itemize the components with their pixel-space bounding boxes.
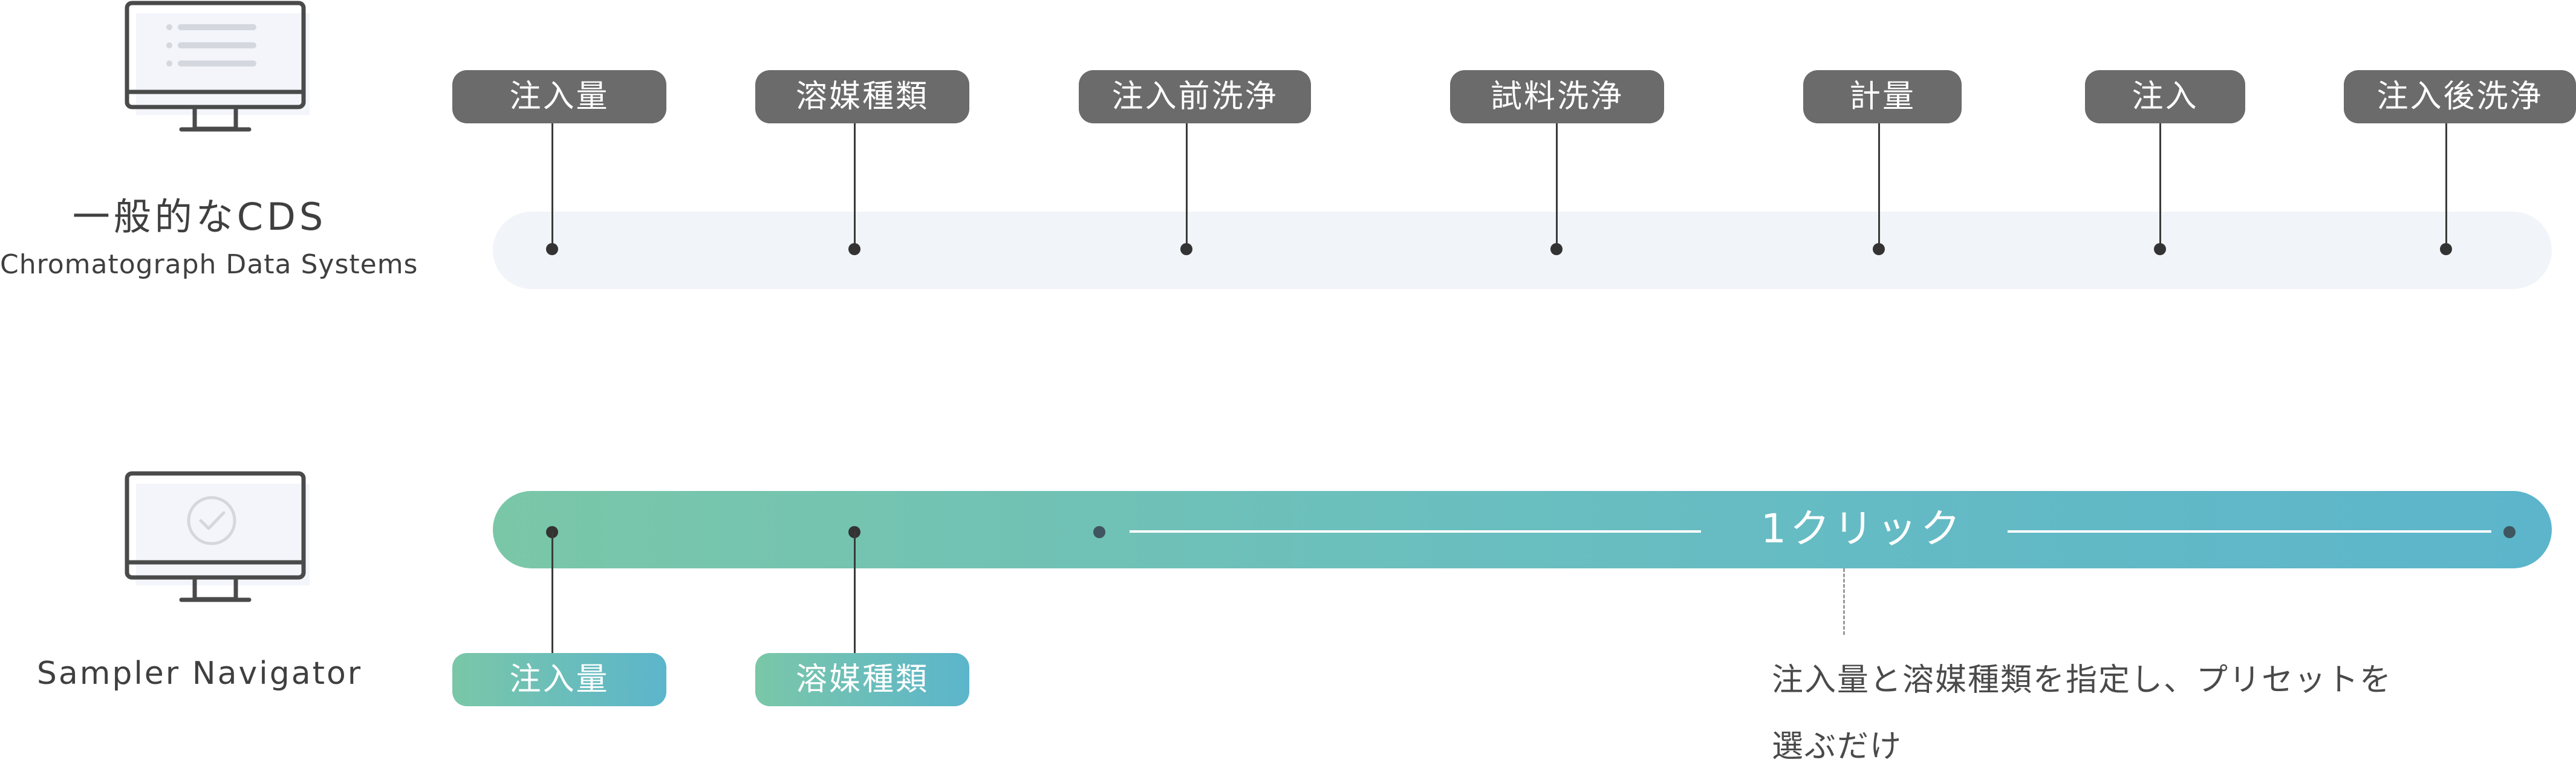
one-click-line-right [2008, 530, 2491, 533]
monitor-check-icon [125, 471, 310, 602]
cds-step-dot [2154, 243, 2166, 255]
cds-step-dot [546, 243, 558, 255]
sampler-navigator-process-bar [493, 491, 2552, 568]
cds-connector [854, 123, 856, 249]
cds-step-sample-wash: 試料洗浄 [1450, 70, 1664, 123]
sampler-navigator-title: Sampler Navigator [36, 655, 363, 692]
cds-connector [551, 123, 553, 249]
cds-step-dot [1873, 243, 1885, 255]
cds-connector [1556, 123, 1558, 249]
cds-step-pre-injection-wash: 注入前洗浄 [1079, 70, 1311, 123]
sn-range-end-dot [2503, 526, 2516, 538]
cds-subtitle: Chromatograph Data Systems [0, 249, 418, 280]
cds-step-dot [1180, 243, 1192, 255]
one-click-note: 注入量と溶媒種類を指定し、プリセットを 選ぶだけ [1772, 647, 2497, 780]
cds-connector [1878, 123, 1880, 249]
note-line-2: 選ぶだけ [1772, 729, 1903, 765]
cds-process-bar [493, 212, 2552, 289]
cds-connector [2445, 123, 2447, 249]
cds-step-dot [2440, 243, 2452, 255]
sn-connector [854, 532, 856, 653]
cds-step-metering: 計量 [1803, 70, 1962, 123]
cds-step-injection: 注入 [2085, 70, 2245, 123]
cds-connector [1186, 123, 1188, 249]
cds-step-dot [1550, 243, 1563, 255]
one-click-line-left [1130, 530, 1701, 533]
cds-step-solvent-type: 溶媒種類 [755, 70, 969, 123]
cds-step-post-injection-wash: 注入後洗浄 [2344, 70, 2576, 123]
note-connector-dashed [1843, 568, 1845, 635]
cds-step-dot [848, 243, 860, 255]
one-click-label: 1クリック [1761, 505, 1964, 552]
cds-step-injection-volume: 注入量 [452, 70, 666, 123]
sn-step-solvent-type: 溶媒種類 [755, 653, 969, 706]
sn-connector [551, 532, 553, 653]
monitor-list-icon [125, 1, 310, 132]
note-line-1: 注入量と溶媒種類を指定し、プリセットを [1772, 662, 2393, 698]
cds-connector [2159, 123, 2161, 249]
sn-step-injection-volume: 注入量 [452, 653, 666, 706]
cds-title: 一般的なCDS [72, 195, 327, 239]
sn-range-start-dot [1093, 526, 1105, 538]
